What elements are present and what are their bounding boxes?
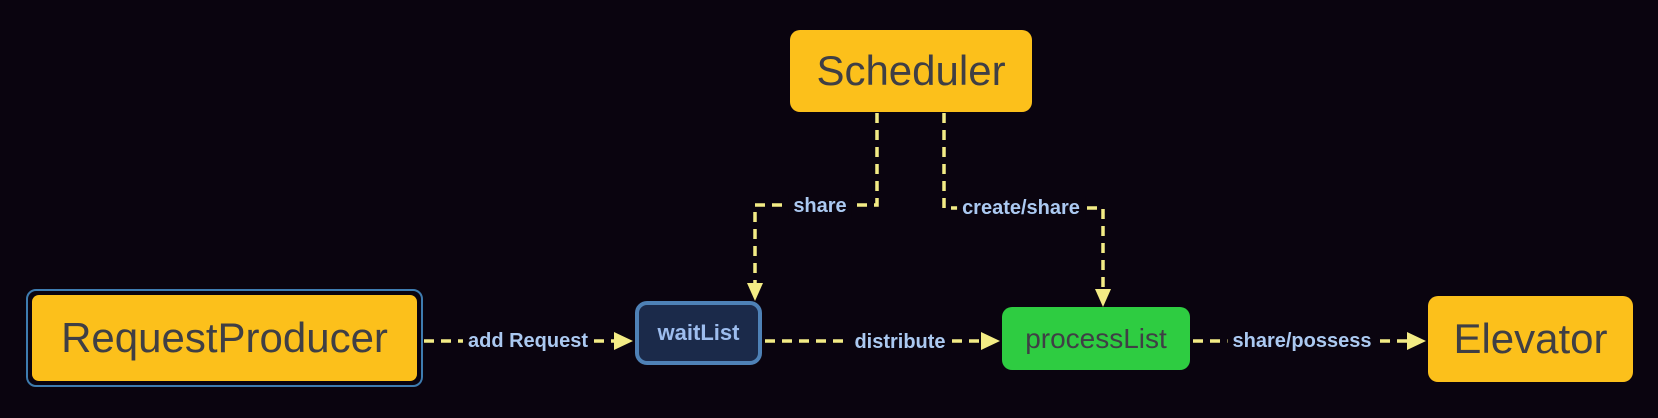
node-process-list[interactable]: processList [1002,307,1190,370]
edge-label-distribute[interactable]: distribute [849,330,951,354]
edge-label-share[interactable]: share [788,194,852,218]
arrowhead-share-possess [1407,332,1426,350]
selection-outline: RequestProducer [26,289,423,387]
node-wait-list[interactable]: waitList [635,301,762,365]
edge-label-add-request[interactable]: add Request [462,329,594,353]
arrowhead-create-share [1095,289,1111,307]
edge-label-share-possess[interactable]: share/possess [1227,329,1377,353]
node-request-producer[interactable]: RequestProducer [32,295,417,381]
arrowhead-share [747,283,763,301]
edge-label-create-share[interactable]: create/share [957,196,1085,220]
node-elevator[interactable]: Elevator [1428,296,1633,382]
arrowhead-distribute [981,332,1000,350]
arrowhead-add-request [614,332,633,350]
node-scheduler[interactable]: Scheduler [790,30,1032,112]
